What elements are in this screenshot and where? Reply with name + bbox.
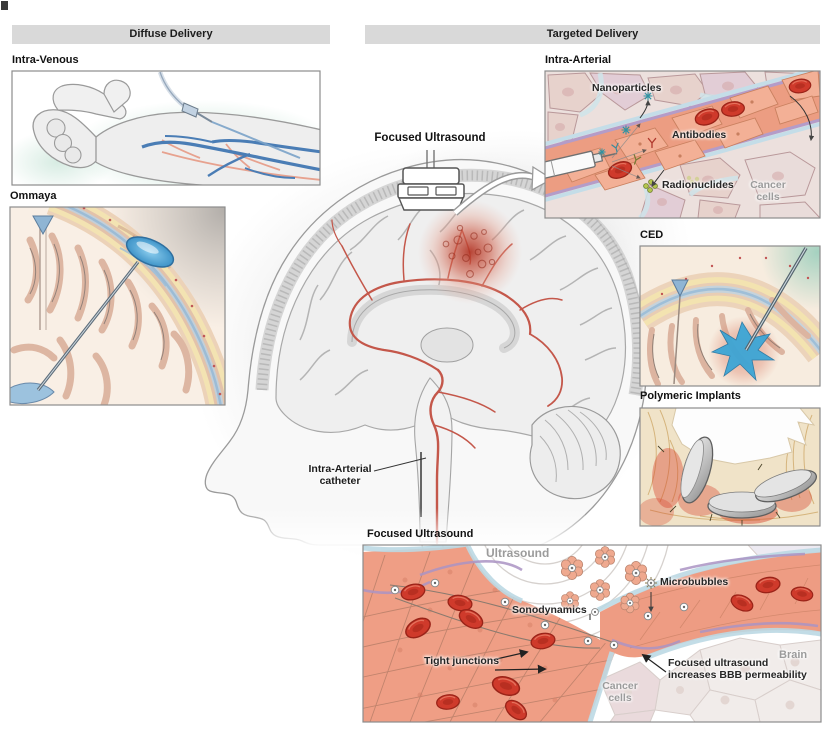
- intra-arterial-syringe: [545, 150, 618, 180]
- cancer-cells-line2: cells: [756, 191, 780, 203]
- ommaya-reservoir: [125, 236, 175, 268]
- nanoparticle-icon: [620, 124, 632, 136]
- microbubble: [583, 636, 593, 646]
- arm-veins: [141, 135, 320, 179]
- cell-cluster: [594, 546, 616, 568]
- arrow-to-intra-arterial-panel: [452, 165, 554, 216]
- cancer-cells-line1: Cancer: [750, 179, 786, 191]
- brain-label: Brain: [779, 649, 808, 661]
- microbubbles-icon: [645, 577, 657, 613]
- ultrasound-label: Ultrasound: [486, 546, 550, 560]
- intra-arterial-catheter-label: Intra-Arterial catheter: [285, 463, 395, 487]
- annotation-arrows: [491, 649, 667, 674]
- intra-arterial-title: Intra-Arterial: [545, 54, 612, 66]
- ced-title: CED: [640, 229, 664, 241]
- cancer-cells-line2: cells: [608, 692, 632, 704]
- intra-venous-title: Intra-Venous: [12, 54, 79, 66]
- thumb: [103, 79, 131, 113]
- polymeric-implants-panel-art: [639, 407, 821, 527]
- intra-arterial-panel-art: [544, 70, 821, 219]
- cell-cluster: [560, 555, 584, 581]
- cancer-cells-line1: Cancer: [602, 680, 638, 692]
- focused-ultrasound-panel-art: [362, 544, 822, 723]
- polymer-wafer: [754, 469, 817, 503]
- intra-venous-panel-art: [11, 70, 321, 186]
- ced-needle: [744, 247, 808, 351]
- microbubble: [609, 640, 619, 650]
- drug-infusate: [710, 321, 776, 382]
- iv-catheter: [157, 71, 301, 159]
- ommaya-catheter: [36, 261, 140, 391]
- catheter-leader-line: [373, 457, 427, 472]
- microbubble: [679, 602, 689, 612]
- cell-cluster: [624, 560, 648, 586]
- microbubble: [540, 620, 550, 630]
- fus-bbb-line2: increases BBB permeability: [668, 669, 807, 681]
- antibodies-label: Antibodies: [672, 129, 727, 141]
- thalamus: [420, 327, 474, 363]
- focused-ultrasound-panel-title: Focused Ultrasound: [367, 528, 474, 540]
- microbubble: [643, 611, 653, 621]
- polymer-wafer: [680, 436, 714, 504]
- ommaya-panel-art: [9, 206, 226, 406]
- diffuse-delivery-header: Diffuse Delivery: [12, 25, 330, 44]
- cancer-cells-label-fus: Cancer cells: [596, 680, 644, 704]
- crop-artifact: [1, 1, 8, 10]
- microbubble: [430, 578, 440, 588]
- fus-bbb-label: Focused ultrasound increases BBB permeab…: [668, 657, 807, 681]
- cell-cluster: [620, 592, 640, 614]
- ommaya-title: Ommaya: [10, 190, 57, 202]
- nanoparticles-label: Nanoparticles: [592, 82, 662, 94]
- central-head-illustration: [192, 130, 690, 567]
- focused-ultrasound-device-label: Focused Ultrasound: [374, 132, 486, 144]
- sonodynamics-label: Sonodynamics: [512, 604, 587, 616]
- ultrasound-transducer: [397, 150, 465, 211]
- cancer-cells-label-ia: Cancer cells: [744, 179, 792, 203]
- ventricle: [10, 382, 55, 405]
- targeted-delivery-header: Targeted Delivery: [365, 25, 820, 44]
- microbubble: [591, 608, 599, 616]
- radionuclides-label: Radionuclides: [662, 179, 734, 191]
- microbubble: [500, 597, 510, 607]
- ced-panel-art: [639, 245, 821, 387]
- microbubbles-label: Microbubbles: [660, 576, 729, 588]
- cell-cluster: [589, 579, 611, 601]
- polymeric-implants-title: Polymeric Implants: [640, 390, 741, 402]
- catheter-label-line2: catheter: [319, 475, 361, 487]
- microbubble: [390, 585, 400, 595]
- nanoparticle-icon: [597, 147, 607, 157]
- catheter-label-line1: Intra-Arterial: [308, 463, 372, 475]
- fus-bbb-line1: Focused ultrasound: [668, 657, 769, 669]
- brain-tumor: [418, 200, 522, 304]
- tight-junctions-label: Tight junctions: [424, 655, 500, 667]
